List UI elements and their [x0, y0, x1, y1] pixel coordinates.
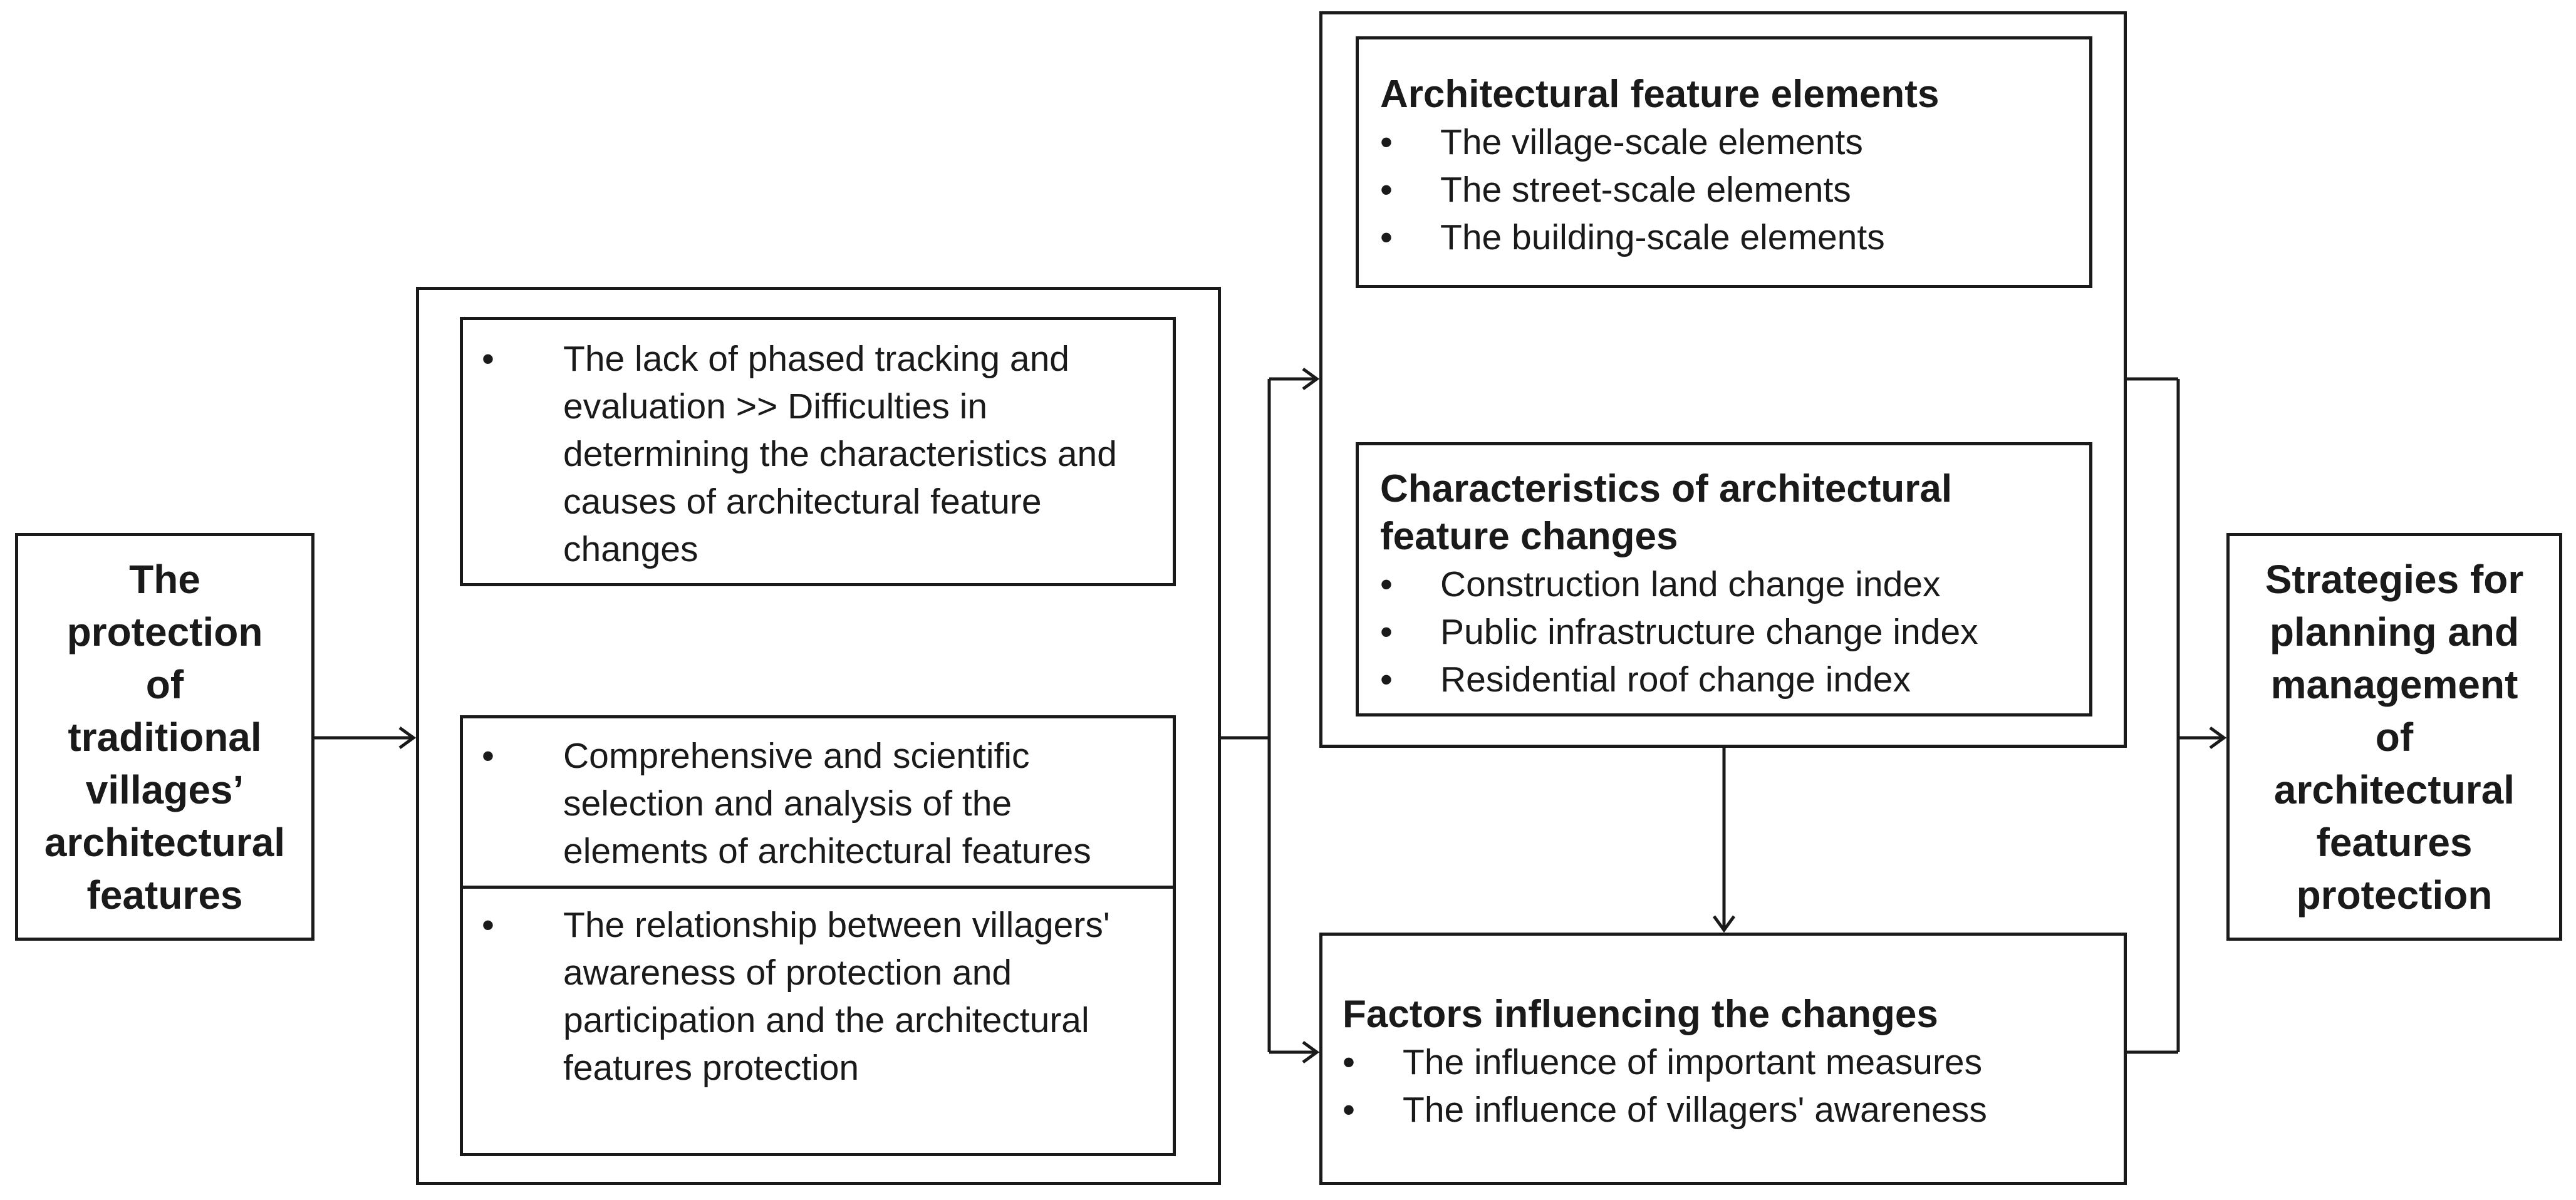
changes-box: Characteristics of architectural feature… [1356, 442, 2092, 716]
issue-item: The relationship between villagers' awar… [482, 901, 1154, 1092]
arrowhead-to-strategies [2209, 726, 2227, 750]
arrowhead-to-factors [1302, 1040, 1320, 1064]
factors-item: The influence of villagers' awareness [1343, 1086, 2124, 1134]
right-box-line: features [2316, 819, 2473, 865]
left-box-line: architectural [44, 819, 286, 865]
issue-box-tracking: The lack of phased tracking and evaluati… [460, 317, 1176, 586]
issue-box-analysis: Comprehensive and scientific selection a… [460, 715, 1176, 1156]
factors-box: Factors influencing the changes The infl… [1319, 933, 2127, 1185]
changes-item: Public infrastructure change index [1380, 608, 2089, 656]
left-box-line: villages’ [85, 767, 244, 812]
arrowhead-to-features [1302, 367, 1320, 391]
right-box-line: management [2270, 661, 2518, 707]
right-box-line: of [2375, 714, 2414, 760]
issue-section-selection: Comprehensive and scientific selection a… [463, 718, 1173, 889]
arrowhead-left-to-issues [398, 726, 417, 750]
right-box-line: architectural [2273, 767, 2515, 812]
changes-item: Residential roof change index [1380, 656, 2089, 703]
left-box-line: features [86, 872, 243, 918]
changes-item: Construction land change index [1380, 561, 2089, 608]
changes-title: Characteristics of architectural feature… [1380, 467, 1953, 558]
issue-item: The lack of phased tracking and evaluati… [482, 335, 1154, 573]
elements-title: Architectural feature elements [1380, 73, 1940, 116]
left-box-line: of [145, 661, 184, 707]
factors-title: Factors influencing the changes [1343, 993, 1938, 1036]
left-box-line: protection [66, 609, 263, 654]
right-box-line: Strategies for [2265, 556, 2524, 602]
issue-item: Comprehensive and scientific selection a… [482, 732, 1154, 875]
elements-item: The street-scale elements [1380, 166, 2089, 214]
arrowhead-features-to-factors [1712, 915, 1736, 933]
factors-item: The influence of important measures [1343, 1038, 2124, 1086]
elements-box: Architectural feature elements The villa… [1356, 36, 2092, 288]
issue-section-relationship: The relationship between villagers' awar… [463, 889, 1173, 1092]
elements-item: The building-scale elements [1380, 214, 2089, 261]
left-box-line: traditional [68, 714, 262, 760]
elements-item: The village-scale elements [1380, 118, 2089, 166]
left-box-line: The [129, 556, 200, 602]
right-box-strategies: Strategies for planning and management o… [2226, 533, 2562, 941]
right-box-line: planning and [2269, 609, 2520, 654]
left-box-protection: The protection of traditional villages’ … [15, 533, 314, 941]
right-box-line: protection [2296, 872, 2493, 918]
